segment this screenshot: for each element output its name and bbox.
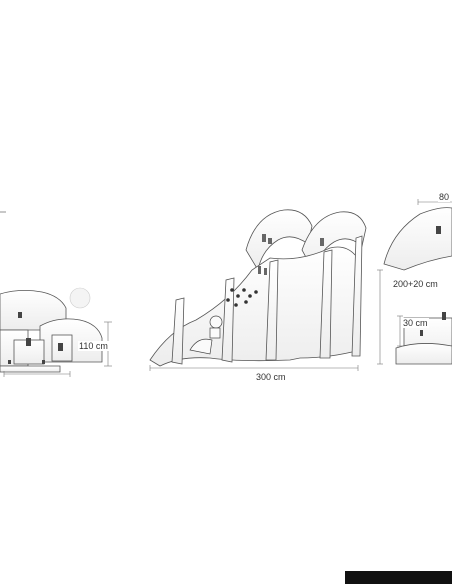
bottom-edge-bar [345,571,452,584]
right-width-dimension [417,199,452,205]
left-side-view [0,290,103,373]
right-small-label: 30 cm [402,318,429,328]
right-length-label: 200+20 cm [392,279,439,289]
bottom-length-dimension [149,365,359,371]
bottom-length-label: 300 cm [255,372,287,382]
left-view-details [8,312,63,364]
right-small-dimension [397,315,403,347]
slide-mascot [189,315,223,355]
roof-windows [258,234,324,275]
porthole-dots [226,288,258,307]
left-height-label: 110 cm [78,341,109,351]
left-view-dome [69,287,91,309]
slide-body [149,209,367,367]
right-length-dimension [377,269,383,365]
right-width-label: 80 [438,192,451,202]
left-bottom-dimension [3,371,71,377]
right-view-details [420,226,446,336]
